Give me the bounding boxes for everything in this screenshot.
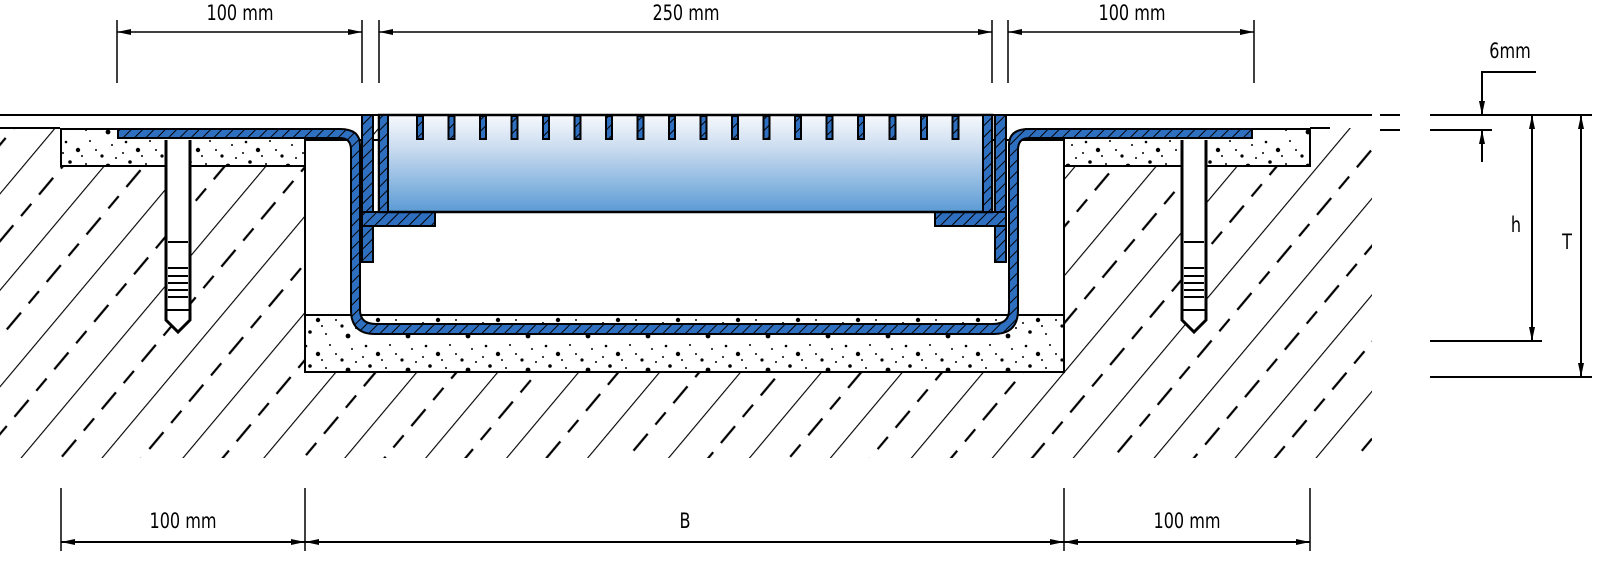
- side-dimension-lines: [1380, 71, 1592, 378]
- bottom-dimension-lines: [60, 488, 1311, 551]
- grate-slot: [479, 115, 487, 140]
- gap-6mm-label: 6mm: [1489, 39, 1531, 63]
- grate-slot: [699, 115, 708, 140]
- slotted-grate: [377, 113, 994, 214]
- t-dimension-label: T: [1562, 230, 1572, 254]
- grate-slot: [447, 115, 456, 140]
- bottom-dim-b-label: B: [679, 509, 691, 533]
- left-anchor-bolt: [164, 140, 192, 335]
- top-dim-left-label: 100 mm: [206, 1, 274, 25]
- grate-slot: [920, 115, 928, 140]
- top-dimension-lines: [116, 20, 1255, 83]
- grate-slot: [605, 115, 613, 140]
- grate-slot: [762, 115, 771, 140]
- right-anchor-bolt: [1180, 140, 1208, 335]
- grate-slot: [636, 115, 645, 140]
- grate-slot: [951, 115, 960, 140]
- h-dimension-label: h: [1510, 213, 1522, 237]
- grate-slots: [416, 115, 960, 140]
- grate-slot: [794, 115, 802, 140]
- left-support-ledge: [361, 211, 436, 227]
- grate-slot: [857, 115, 865, 140]
- grate-slot: [888, 115, 897, 140]
- right-support-ledge: [934, 211, 1007, 227]
- bottom-dim-right-label: 100 mm: [1153, 509, 1221, 533]
- bottom-dim-left-label: 100 mm: [149, 509, 217, 533]
- steel-channel-body: [117, 128, 1253, 335]
- grate-slot: [542, 115, 550, 140]
- grate-slot: [416, 115, 424, 140]
- grate-slot: [573, 115, 582, 140]
- top-dim-right-label: 100 mm: [1098, 1, 1166, 25]
- top-dim-grate-width-label: 250 mm: [652, 1, 720, 25]
- grate-slot: [731, 115, 739, 140]
- grate-slot: [668, 115, 676, 140]
- grate-slot: [510, 115, 519, 140]
- grate-slot: [825, 115, 834, 140]
- right-frame-angle: [994, 114, 1007, 263]
- left-frame-angle: [361, 114, 374, 263]
